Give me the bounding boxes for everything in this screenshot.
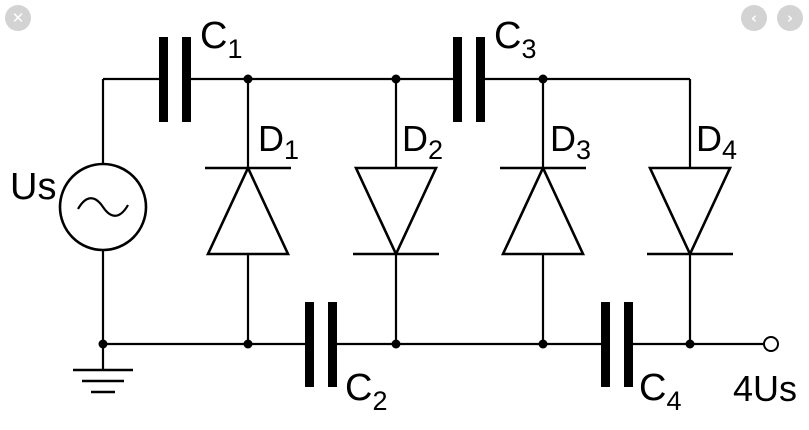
chevron-right-icon: › — [786, 9, 794, 27]
junction-dot — [391, 339, 401, 349]
diode-d1-label: D1 — [258, 118, 299, 165]
capacitor-c2-plate-right — [328, 302, 337, 387]
capacitor-c1-label: C1 — [200, 15, 242, 64]
capacitor-c2-plate-left — [305, 302, 314, 387]
previous-button[interactable]: ‹ — [741, 5, 767, 31]
output-terminal — [763, 336, 779, 352]
diode-d2-triangle — [353, 166, 439, 258]
diodes — [205, 164, 733, 258]
chevron-left-icon: ‹ — [750, 9, 758, 27]
next-button[interactable]: › — [777, 5, 803, 31]
capacitor-c3-label: C3 — [494, 15, 536, 64]
capacitors — [159, 37, 633, 387]
capacitor-c4-plate-left — [601, 302, 610, 387]
capacitor-c2-label: C2 — [345, 367, 387, 416]
capacitor-c1-plate-left — [159, 37, 168, 122]
junction-dot — [538, 74, 548, 84]
capacitor-c3-plate-right — [476, 37, 485, 122]
diode-d2-label: D2 — [402, 118, 443, 165]
sine-wave-icon — [77, 197, 129, 217]
junction-dot — [685, 339, 695, 349]
diode-d4-label: D4 — [696, 118, 737, 165]
capacitor-c4-label: C4 — [639, 367, 681, 416]
output-label: 4Us — [733, 368, 797, 409]
capacitor-c3-plate-left — [453, 37, 462, 122]
junction-dot — [538, 339, 548, 349]
junction-dot — [243, 74, 253, 84]
junction-dot — [243, 339, 253, 349]
junctions — [98, 74, 695, 349]
wires — [101, 77, 764, 370]
diode-d1-triangle — [205, 164, 291, 256]
diode-d4-triangle — [647, 166, 733, 258]
capacitor-c1-plate-right — [182, 37, 191, 122]
source-label: Us — [10, 166, 56, 208]
junction-dot — [391, 74, 401, 84]
diode-d3-triangle — [500, 164, 586, 256]
close-button[interactable]: ✕ — [5, 5, 31, 31]
ground-icon — [73, 368, 133, 394]
diode-d3-label: D3 — [550, 118, 591, 165]
capacitor-c4-plate-right — [624, 302, 633, 387]
ac-source — [58, 162, 148, 252]
junction-dot — [98, 339, 108, 349]
close-icon: ✕ — [11, 9, 25, 27]
